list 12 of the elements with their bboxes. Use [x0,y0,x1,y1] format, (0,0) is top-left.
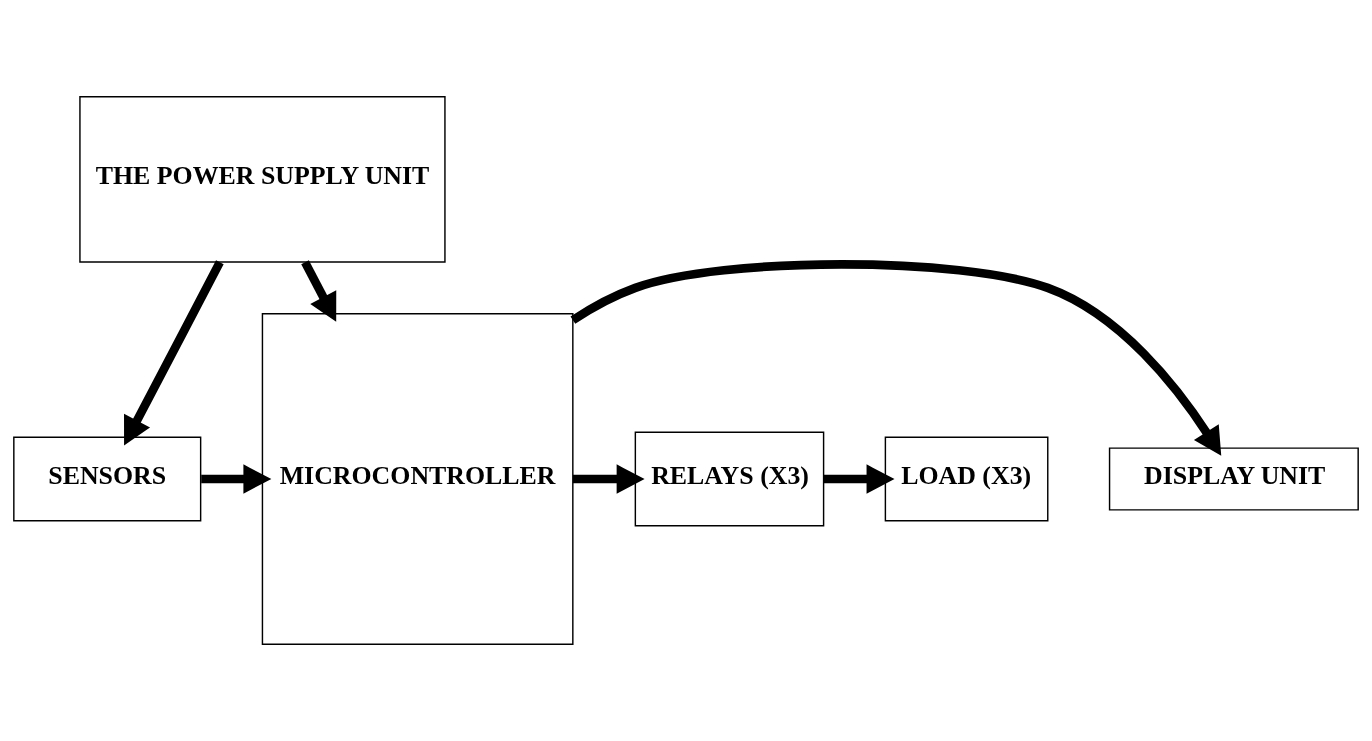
node-box: SENSORS [13,436,202,522]
arrow [572,464,645,494]
node-box: LOAD (X3) [884,436,1049,522]
arrow [823,464,895,494]
node-box: DISPLAY UNIT [1108,447,1359,511]
arrow [570,260,1222,456]
arrow [124,260,224,446]
node-box: RELAYS (X3) [634,431,825,527]
arrow [301,260,337,322]
node-box: THE POWER SUPPLY UNIT [79,96,446,263]
arrow [201,464,272,494]
node-box: MICROCONTROLLER [261,313,574,645]
